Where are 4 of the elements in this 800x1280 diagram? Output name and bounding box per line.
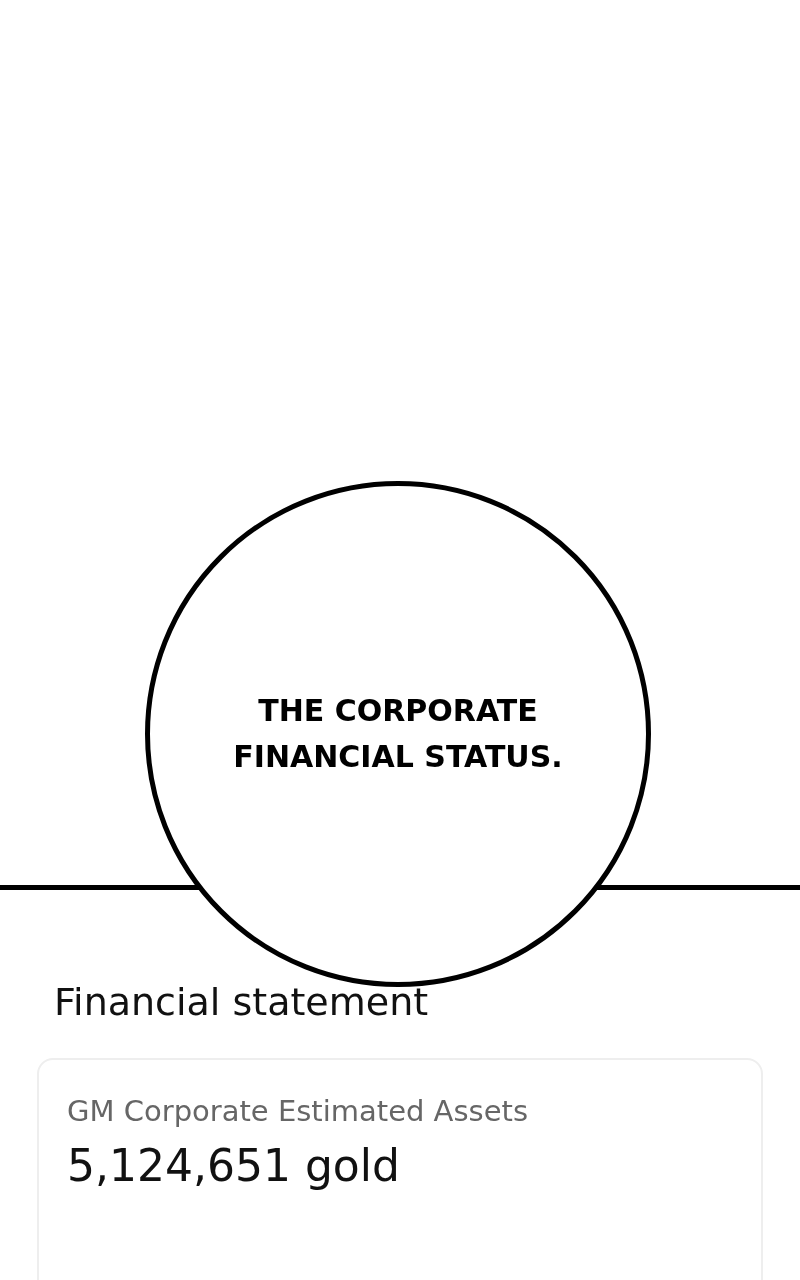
bubble-text: THE CORPORATE FINANCIAL STATUS.	[232, 692, 564, 776]
asset-value: 5,124,651 gold	[67, 1140, 400, 1191]
section-heading: Financial statement	[54, 980, 429, 1024]
asset-label: GM Corporate Estimated Assets	[67, 1094, 528, 1128]
